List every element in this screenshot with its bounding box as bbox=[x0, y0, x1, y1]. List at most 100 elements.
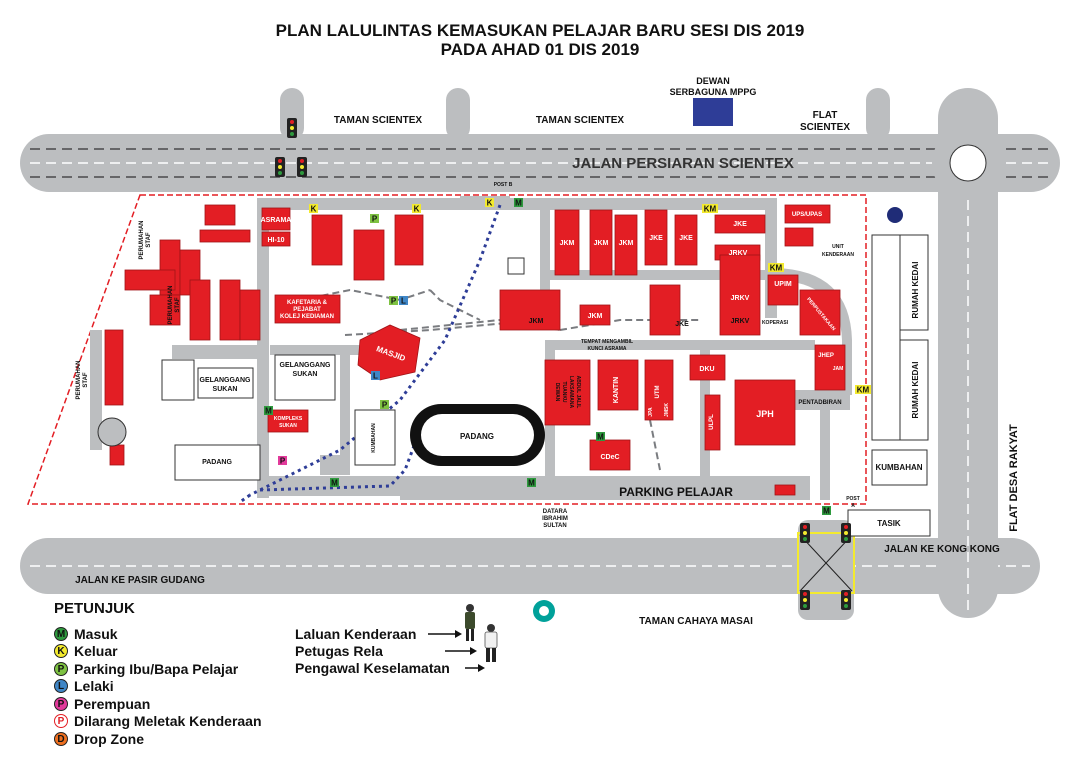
bldg-jpa: JPA bbox=[648, 407, 654, 417]
marker-lelaki bbox=[399, 296, 408, 305]
bldg-utm: UTM bbox=[655, 386, 661, 399]
bldg-perumahan-1a: PERUMAHAN bbox=[139, 221, 145, 260]
marker-km bbox=[768, 263, 784, 272]
bldg-post-b: POST B bbox=[494, 182, 513, 188]
legend-label: Parking Ibu/Bapa Pelajar bbox=[74, 660, 239, 677]
bldg-jph: JPH bbox=[756, 409, 774, 419]
marker-label: M bbox=[597, 433, 604, 442]
legend-symbol-icon: D bbox=[54, 731, 68, 746]
marker-parking bbox=[370, 214, 379, 223]
area-dewan-2: SERBAGUNA MPPG bbox=[670, 87, 757, 97]
key-petugas-label: Petugas Rela bbox=[295, 643, 383, 659]
legend-item: P Dilarang Meletak Kenderaan bbox=[54, 713, 262, 731]
marker-label: P bbox=[280, 457, 286, 466]
marker-label: L bbox=[373, 372, 378, 381]
bldg-gelanggang2-2: SUKAN bbox=[213, 386, 238, 393]
area-flat-scientex-1: FLAT bbox=[813, 110, 838, 121]
marker-label: M bbox=[265, 407, 272, 416]
bldg-datara-2: IBRAHIM bbox=[542, 516, 568, 522]
traffic-lights bbox=[275, 118, 851, 610]
marker-masuk bbox=[330, 478, 339, 487]
marker-label: M bbox=[515, 199, 522, 208]
bldg-jkm-2: JKM bbox=[594, 240, 609, 247]
bldg-kafetaria-2: PEJABAT bbox=[293, 307, 321, 313]
bldg-ups: UPS/UPAS bbox=[792, 212, 822, 218]
legend-label: Perempuan bbox=[74, 695, 151, 712]
area-flat-desa-rakyat: FLAT DESA RAKYAT bbox=[1008, 424, 1020, 532]
legend-symbol-icon: P bbox=[54, 661, 68, 676]
bldg-ulpl: ULPL bbox=[709, 414, 715, 430]
area-rumah-kedai-1: RUMAH KEDAI bbox=[911, 262, 920, 319]
marker-parking bbox=[389, 296, 398, 305]
legend-symbol-icon: L bbox=[54, 679, 68, 694]
bldg-jrkv-2: JRKV bbox=[731, 295, 750, 302]
area-flat-scientex-2: SCIENTEX bbox=[800, 122, 850, 133]
area-taman-scientex-2: TAMAN SCIENTEX bbox=[536, 115, 624, 126]
marker-masuk bbox=[514, 198, 523, 207]
bldg-kompleks-1: KOMPLEKS bbox=[274, 416, 303, 422]
marker-label: K bbox=[414, 205, 420, 214]
bldg-kompleks-2: SUKAN bbox=[279, 423, 297, 429]
key-pengawal-label: Pengawal Keselamatan bbox=[295, 660, 450, 676]
marker-masuk bbox=[822, 506, 831, 515]
bldg-upim: UPIM bbox=[774, 281, 792, 288]
bldg-jmsk: JMSK bbox=[664, 403, 670, 417]
bldg-jam: JAM bbox=[833, 366, 844, 372]
area-taman-scientex-1: TAMAN SCIENTEX bbox=[334, 115, 422, 126]
bldg-gelanggang-1: GELANGGANG bbox=[280, 362, 332, 369]
legend-symbol-icon: P bbox=[54, 714, 68, 729]
marker-keluar bbox=[485, 198, 494, 207]
bldg-perumahan-2a: PERUMAHAN bbox=[168, 286, 174, 325]
marker-label: M bbox=[823, 507, 830, 516]
area-taman-cahaya-masai: TAMAN CAHAYA MASAI bbox=[639, 616, 753, 627]
road-label-main: JALAN PERSIARAN SCIENTEX bbox=[572, 155, 794, 172]
bldg-cdec: CDeC bbox=[600, 454, 619, 461]
legend-label: Dilarang Meletak Kenderaan bbox=[74, 713, 262, 730]
bldg-hi10: HI-10 bbox=[267, 237, 284, 244]
rela-officer-icon bbox=[465, 604, 475, 641]
bldg-unit-kenderaan-2: KENDERAAN bbox=[822, 252, 854, 258]
bldg-dewan-tuanku-1: DEWAN bbox=[554, 383, 560, 402]
bldg-jkm-5: JKM bbox=[588, 313, 603, 320]
marker-parking bbox=[380, 400, 389, 409]
bldg-dewan-tuanku-2: TUANKU bbox=[561, 381, 567, 402]
security-guard-icon bbox=[484, 624, 498, 662]
dewan-building bbox=[693, 98, 733, 126]
marker-keluar bbox=[412, 204, 421, 213]
marker-km bbox=[855, 385, 871, 394]
key-laluan-label: Laluan Kenderaan bbox=[295, 626, 417, 642]
marker-km bbox=[702, 204, 718, 213]
legend-label: Keluar bbox=[74, 643, 118, 660]
bldg-post-a-2: A bbox=[851, 503, 855, 509]
marker-label: M bbox=[528, 479, 535, 488]
bldg-jke-1: JKE bbox=[649, 235, 663, 242]
bldg-tempat-2: KUNCI ASRAMA bbox=[588, 346, 627, 352]
area-parking-pelajar: PARKING PELAJAR bbox=[619, 485, 733, 499]
road-label-kong-kong: JALAN KE KONG KONG bbox=[884, 544, 1000, 555]
bldg-jhep: JHEP bbox=[818, 353, 834, 359]
bldg-jke-4: JKE bbox=[675, 321, 689, 328]
legend-label: Drop Zone bbox=[74, 730, 144, 747]
bldg-jrkv-1: JRKV bbox=[729, 250, 748, 257]
bldg-jkm-3: JKM bbox=[619, 240, 634, 247]
bldg-post-a-1: POST bbox=[846, 496, 860, 502]
bldg-gelanggang-2: SUKAN bbox=[293, 371, 318, 378]
bldg-padang-west: PADANG bbox=[202, 459, 232, 466]
bldg-asrama: ASRAMA bbox=[261, 217, 292, 224]
campus-buildings bbox=[104, 204, 846, 496]
marker-label: KM bbox=[704, 205, 717, 214]
bldg-pentadbiran: PENTADBIRAN bbox=[798, 400, 841, 406]
bldg-perumahan-1b: STAF bbox=[146, 232, 152, 248]
marker-masuk bbox=[527, 478, 536, 487]
bldg-jke-3: JKE bbox=[733, 221, 747, 228]
marker-masuk bbox=[596, 432, 605, 441]
bldg-jke-2: JKE bbox=[679, 235, 693, 242]
bldg-padang-center: PADANG bbox=[460, 432, 494, 441]
legend-heading: PETUNJUK bbox=[54, 600, 135, 617]
area-dewan-1: DEWAN bbox=[696, 76, 730, 86]
